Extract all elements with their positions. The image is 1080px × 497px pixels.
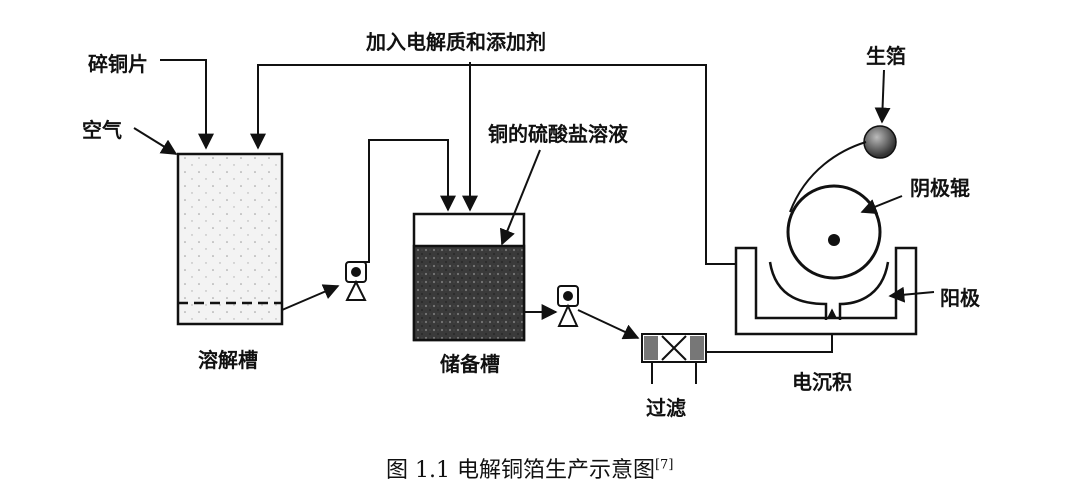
- pump-icon: [345, 261, 367, 301]
- foil-reel-icon: [863, 125, 897, 159]
- return-line: [250, 64, 736, 265]
- scrap-copper-label: 碎铜片: [88, 52, 148, 76]
- copper-sulfate-label: 铜的硫酸盐溶液: [488, 122, 628, 146]
- dissolving-tank: [176, 152, 284, 326]
- filter-unit: [641, 333, 707, 384]
- scrap-copper-arrow: [160, 59, 214, 150]
- caption-reference: [7]: [654, 457, 674, 473]
- pump-icon: [557, 285, 579, 327]
- foil-strip: [789, 141, 867, 213]
- raw-foil-label: 生箔: [866, 44, 906, 68]
- electrolytic-cell: [734, 246, 918, 336]
- pipe-to-filter: [577, 309, 640, 340]
- cathode-roller: [786, 184, 882, 280]
- cathode-pointer-arrow: [860, 195, 903, 215]
- storage-tank: [412, 212, 526, 342]
- anode-label: 阳极: [940, 286, 980, 310]
- dissolving-tank-label: 溶解槽: [198, 348, 258, 372]
- anode-pointer-arrow: [888, 286, 935, 303]
- figure-caption: 图 1.1 电解铜箔生产示意图[7]: [386, 452, 673, 484]
- cathode-roller-label: 阴极辊: [910, 176, 970, 200]
- caption-text: 图 1.1 电解铜箔生产示意图: [386, 458, 655, 483]
- pipe-to-pump1: [281, 284, 340, 311]
- pipe-to-storage: [356, 139, 456, 263]
- electrodeposition-label: 电沉积: [792, 370, 852, 394]
- air-label: 空气: [82, 118, 122, 142]
- filter-label: 过滤: [646, 396, 686, 420]
- sulfate-pointer-arrow: [499, 149, 541, 246]
- air-arrow: [133, 127, 178, 155]
- raw-foil-arrow: [874, 69, 891, 124]
- storage-tank-label: 储备槽: [440, 352, 500, 376]
- add-electrolyte-label: 加入电解质和添加剂: [366, 30, 546, 54]
